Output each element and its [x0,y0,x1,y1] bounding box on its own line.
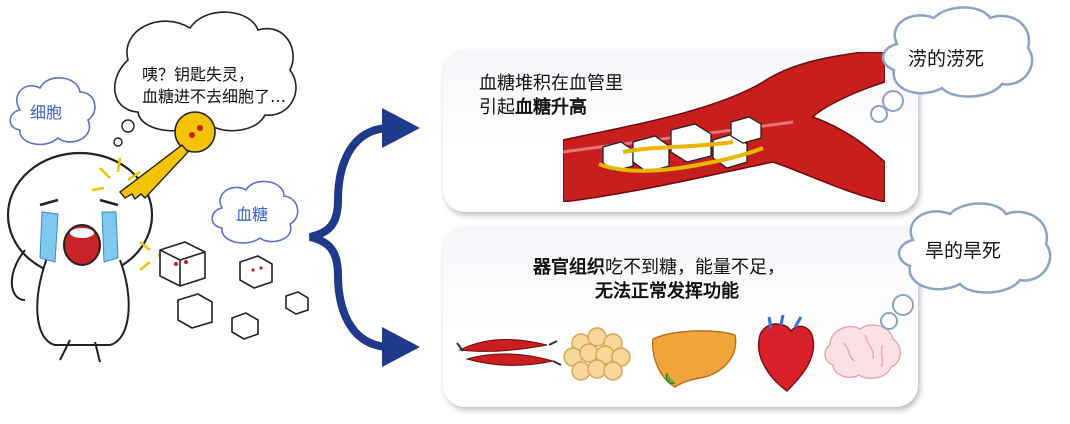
brain-icon [824,324,901,379]
golden-key-icon [118,111,216,201]
liver-icon [652,330,737,388]
bubble-dot [892,294,914,316]
bottom-bubble-label: 旱的旱死 [925,240,1002,262]
sugar-tag-cloud [211,180,299,244]
sugar-tag-label: 血糖 [236,205,269,224]
bubble-dot [880,312,898,330]
top-thought-bubble [881,6,1034,98]
brace-shape [308,124,392,351]
thought-line-2: 血糖进不去细胞了… [142,87,287,106]
insulin-chain-icon [598,140,764,173]
sugar-cube-icon [602,116,762,173]
thought-cloud [113,11,297,147]
blood-vessel-illustration [563,52,885,202]
top-panel-line2: 引起血糖升高 [479,97,587,118]
bottom-thought-bubble [897,202,1052,294]
sugar-cube-icon [159,241,309,340]
bottom-panel-line1: 器官组织吃不到糖，能量不足， [533,257,785,278]
bubble-dot [882,90,904,112]
crying-character [6,151,154,363]
fat-cells-icon [563,327,631,381]
top-panel-line1: 血糖堆积在血管里 [479,73,623,94]
bottom-panel-line2: 无法正常发挥功能 [595,281,739,302]
cell-tag-label: 细胞 [30,103,63,122]
branch-arrows [308,108,420,367]
bubble-dot [870,105,888,123]
sugar-cube-face [174,260,263,272]
muscle-icon [456,339,562,366]
thought-line-1: 咦？钥匙失灵， [142,65,255,84]
left-illustration [6,11,309,363]
cell-tag-cloud [9,77,96,146]
arrow-up-head [382,108,420,148]
top-bubble-label: 涝的涝死 [908,48,985,70]
arrow-down-head [382,327,420,367]
organs-row [456,315,901,392]
heart-icon [757,315,815,392]
